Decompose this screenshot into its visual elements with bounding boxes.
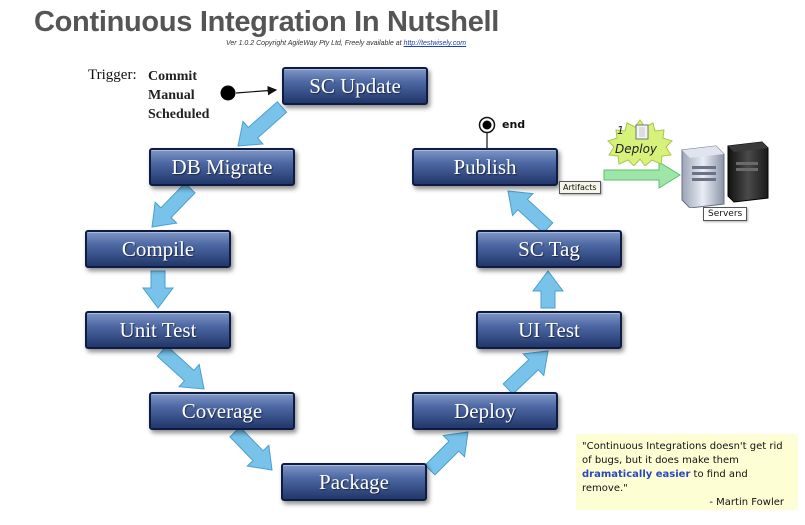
step-coverage: Coverage <box>149 392 295 430</box>
step-unit-test: Unit Test <box>85 311 231 349</box>
step-sc-tag: SC Tag <box>476 230 622 268</box>
trigger-scheduled: Scheduled <box>148 107 210 122</box>
deploy-count: 1 <box>617 124 624 137</box>
trigger-list: Commit Manual Scheduled <box>148 67 209 124</box>
trigger-manual: Manual <box>148 88 195 103</box>
quote-part-1: "Continuous Integrations doesn't get rid… <box>582 441 783 466</box>
quote-highlight: dramatically easier <box>582 469 691 480</box>
arrow-db-migrate-to-compile <box>151 182 196 228</box>
arrow-coverage-to-package <box>229 426 273 471</box>
arrow-sc-tag-to-publish <box>507 190 554 234</box>
trigger-label: Trigger: <box>88 67 137 83</box>
version-copyright-line: Ver 1.0.2 Copyright AgileWay Pty Ltd, Fr… <box>226 40 466 47</box>
step-deploy: Deploy <box>412 392 558 430</box>
flow-arrow-group <box>142 101 564 476</box>
deploy-badge-burst <box>607 119 673 166</box>
step-ui-test: UI Test <box>476 311 622 349</box>
fowler-quote-box: "Continuous Integrations doesn't get rid… <box>576 434 798 510</box>
quote-part-2: to find and remove." <box>582 469 748 494</box>
step-sc-update: SC Update <box>282 67 428 105</box>
arrow-deploy-to-ui-test <box>502 350 549 395</box>
website-link[interactable]: http://testwisely.com <box>403 40 467 47</box>
trigger-start-node <box>220 85 278 101</box>
arrow-package-to-deploy <box>424 431 469 476</box>
arrow-compile-to-unit-test <box>142 270 174 309</box>
step-publish: Publish <box>412 148 558 186</box>
deploy-badge-label: Deploy <box>615 142 658 156</box>
deploy-arrow <box>603 161 681 189</box>
servers-icon <box>681 141 769 208</box>
end-node <box>478 116 496 148</box>
page-title: Continuous Integration In Nutshell <box>34 6 500 38</box>
arrow-ui-test-to-sc-tag <box>532 270 564 309</box>
quote-author: - Martin Fowler <box>709 497 784 508</box>
step-compile: Compile <box>85 230 231 268</box>
step-package: Package <box>281 463 427 501</box>
end-label: end <box>502 118 526 131</box>
artifacts-label: Artifacts <box>559 181 601 194</box>
servers-label: Servers <box>703 207 748 221</box>
arrow-sc-update-to-db-migrate <box>237 101 288 147</box>
step-db-migrate: DB Migrate <box>149 148 295 186</box>
trigger-commit: Commit <box>148 69 197 84</box>
arrow-unit-test-to-coverage <box>156 345 205 390</box>
quote-text: "Continuous Integrations doesn't get rid… <box>582 440 792 496</box>
copyright-text: Ver 1.0.2 Copyright AgileWay Pty Ltd, Fr… <box>226 40 402 47</box>
